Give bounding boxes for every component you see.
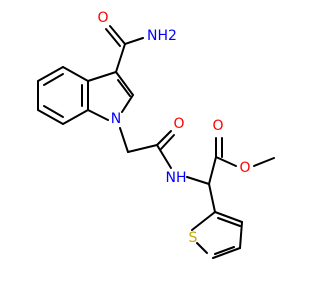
double-bond-inner [160,134,175,150]
linker-oxygen-label: O [173,116,184,132]
bond [215,156,237,167]
amide-nh2-label: NH2 [147,28,177,44]
double-bond-inner [214,246,235,255]
indole-nitrogen-label: N [111,111,121,127]
ester-oxygen-label: O [239,160,250,176]
thiophene-ring [191,211,243,259]
bond [87,71,117,82]
ester-carbonyl-oxygen-label: O [212,118,223,134]
acetamide-linker [119,127,175,169]
bond [109,25,126,45]
bond [196,242,208,254]
bond [239,221,243,249]
bond [119,127,129,153]
bond [37,109,64,125]
bond [37,66,64,82]
bond [253,157,275,167]
molecule-svg: O NH2 N O NH O O S [37,10,275,259]
double-bond-inner [217,217,241,227]
bond [62,109,89,125]
bond [208,156,217,185]
bond [115,71,134,96]
bond [115,43,126,73]
bond [156,130,172,146]
linker-nh-label: NH [166,170,187,186]
amide-oxygen-label: O [97,10,108,26]
indole-benzene-ring [37,66,89,125]
indole-pyrrole-ring [87,71,134,121]
bond [186,176,210,185]
bond [124,37,144,45]
bond [87,109,109,121]
bond [191,211,216,231]
bond [121,94,134,113]
bond [212,247,241,259]
double-bond-inner [117,79,131,97]
alpha-carbon-branches [186,137,275,213]
thiophene-sulfur-label: S [189,230,198,246]
carboxamide-group [105,25,144,73]
bond [156,144,172,169]
double-bond-inner [105,28,121,47]
bond [62,66,89,82]
bond [127,144,158,153]
double-bond-inner [43,73,64,86]
bond [214,211,243,223]
bond [208,183,216,213]
double-bond-inner [43,105,64,118]
molecule-structure-canvas: O NH2 N O NH O O S [37,10,275,259]
